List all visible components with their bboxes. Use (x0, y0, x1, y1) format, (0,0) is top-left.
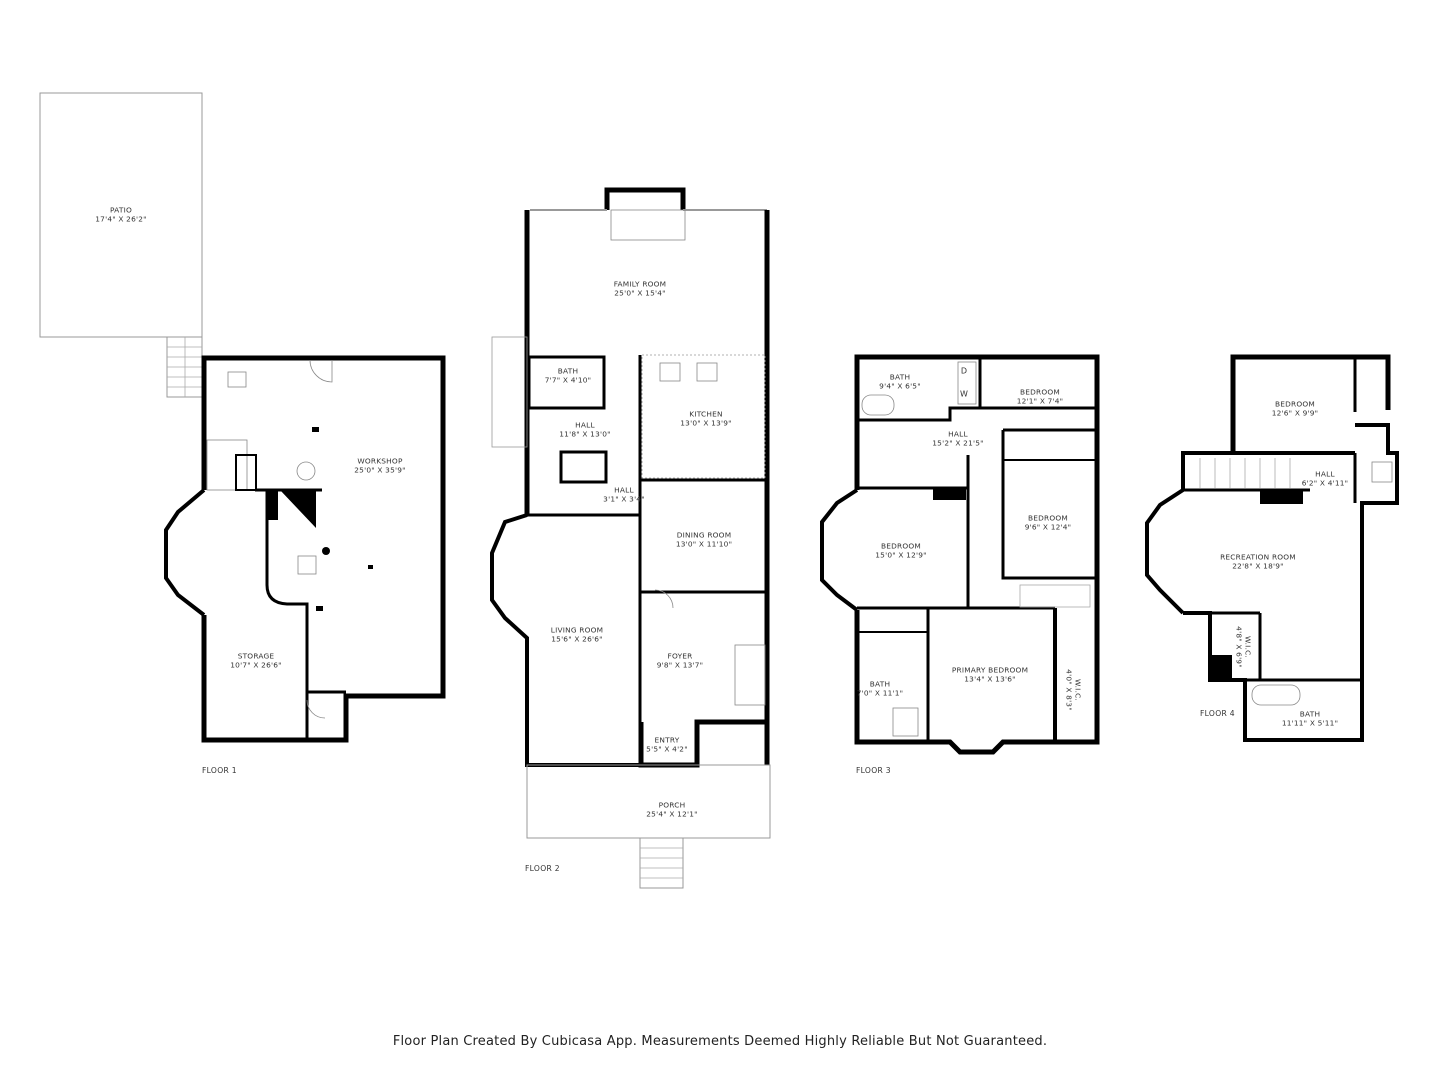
room-label-wic: W.I.C.4'8" X 6'9" (1234, 626, 1253, 668)
room-name: ENTRY (654, 735, 680, 745)
room-dims: 6'2" X 4'11" (1301, 478, 1349, 487)
room-name: W.I.C. (1243, 635, 1253, 659)
room-dims: 4'8" X 6'9" (1235, 626, 1244, 668)
room-dims: 7'0" X 11'1" (856, 688, 904, 697)
room-dims: 13'4" X 13'6" (964, 674, 1016, 683)
room-name: HALL (614, 485, 634, 495)
room-name: PATIO (110, 205, 132, 215)
room-dims: 13'0" X 13'9" (680, 418, 732, 427)
room-dims: 25'0" X 35'9" (354, 465, 406, 474)
floor-3-label: FLOOR 3 (856, 766, 891, 775)
room-dims: 12'6" X 9'9" (1271, 408, 1319, 417)
room-name: BATH (557, 366, 579, 376)
room-name: STORAGE (237, 651, 275, 661)
room-name: FAMILY ROOM (613, 279, 667, 289)
room-dims: 12'1" X 7'4" (1016, 396, 1064, 405)
disclaimer-text: Floor Plan Created By Cubicasa App. Meas… (392, 1034, 1048, 1049)
room-name: WORKSHOP (357, 456, 403, 466)
room-dims: 9'8" X 13'7" (656, 660, 704, 669)
floor-1-label: FLOOR 1 (202, 766, 237, 775)
room-dims: 25'4" X 12'1" (646, 809, 698, 818)
room-dims: 15'2" X 21'5" (932, 438, 984, 447)
room-dims: 25'0" X 15'4" (614, 288, 666, 297)
washer-label: W (959, 389, 969, 399)
room-dims: 9'4" X 6'5" (879, 381, 921, 390)
floor-3-walls (820, 354, 1100, 755)
floor-4-label: FLOOR 4 (1200, 709, 1235, 718)
room-dims: 17'4" X 26'2" (95, 214, 147, 223)
room-name: HALL (575, 420, 595, 430)
room-name: HALL (1315, 469, 1335, 479)
room-dims: 13'0" X 11'10" (675, 539, 733, 548)
room-dims: 3'1" X 3'4" (603, 494, 645, 503)
floor-2-walls (490, 187, 771, 889)
room-name: BATH (889, 372, 911, 382)
room-dims: 15'6" X 26'6" (551, 634, 603, 643)
room-name: BATH (1299, 709, 1321, 719)
room-name: BATH (869, 679, 891, 689)
floor-1-walls (39, 92, 446, 743)
room-name: BEDROOM (881, 541, 921, 551)
room-name: HALL (948, 429, 968, 439)
room-name: PRIMARY BEDROOM (951, 665, 1029, 675)
room-name: PORCH (658, 800, 686, 810)
room-dims: 9'6" X 12'4" (1024, 522, 1072, 531)
room-name: W.I.C. (1073, 678, 1083, 702)
room-dims: 7'7" X 4'10" (544, 375, 592, 384)
room-dims: 22'8" X 18'9" (1232, 561, 1284, 570)
room-name: BEDROOM (1275, 399, 1315, 409)
room-name: RECREATION ROOM (1220, 552, 1296, 562)
room-name: KITCHEN (689, 409, 723, 419)
room-name: DINING ROOM (676, 530, 732, 540)
room-dims: 4'0" X 8'3" (1065, 669, 1074, 711)
floor-4-walls (1145, 354, 1399, 742)
room-label-wic: W.I.C.4'0" X 8'3" (1064, 669, 1083, 711)
room-name: LIVING ROOM (550, 625, 604, 635)
room-dims: 11'11" X 5'11" (1281, 718, 1339, 727)
floor-2-label: FLOOR 2 (525, 864, 560, 873)
room-name: BEDROOM (1020, 387, 1060, 397)
room-dims: 10'7" X 26'6" (230, 660, 282, 669)
room-name: FOYER (667, 651, 693, 661)
room-dims: 11'8" X 13'0" (559, 429, 611, 438)
room-dims: 5'5" X 4'2" (646, 744, 688, 753)
room-name: BEDROOM (1028, 513, 1068, 523)
dryer-label: D (960, 366, 968, 376)
room-dims: 15'0" X 12'9" (875, 550, 927, 559)
